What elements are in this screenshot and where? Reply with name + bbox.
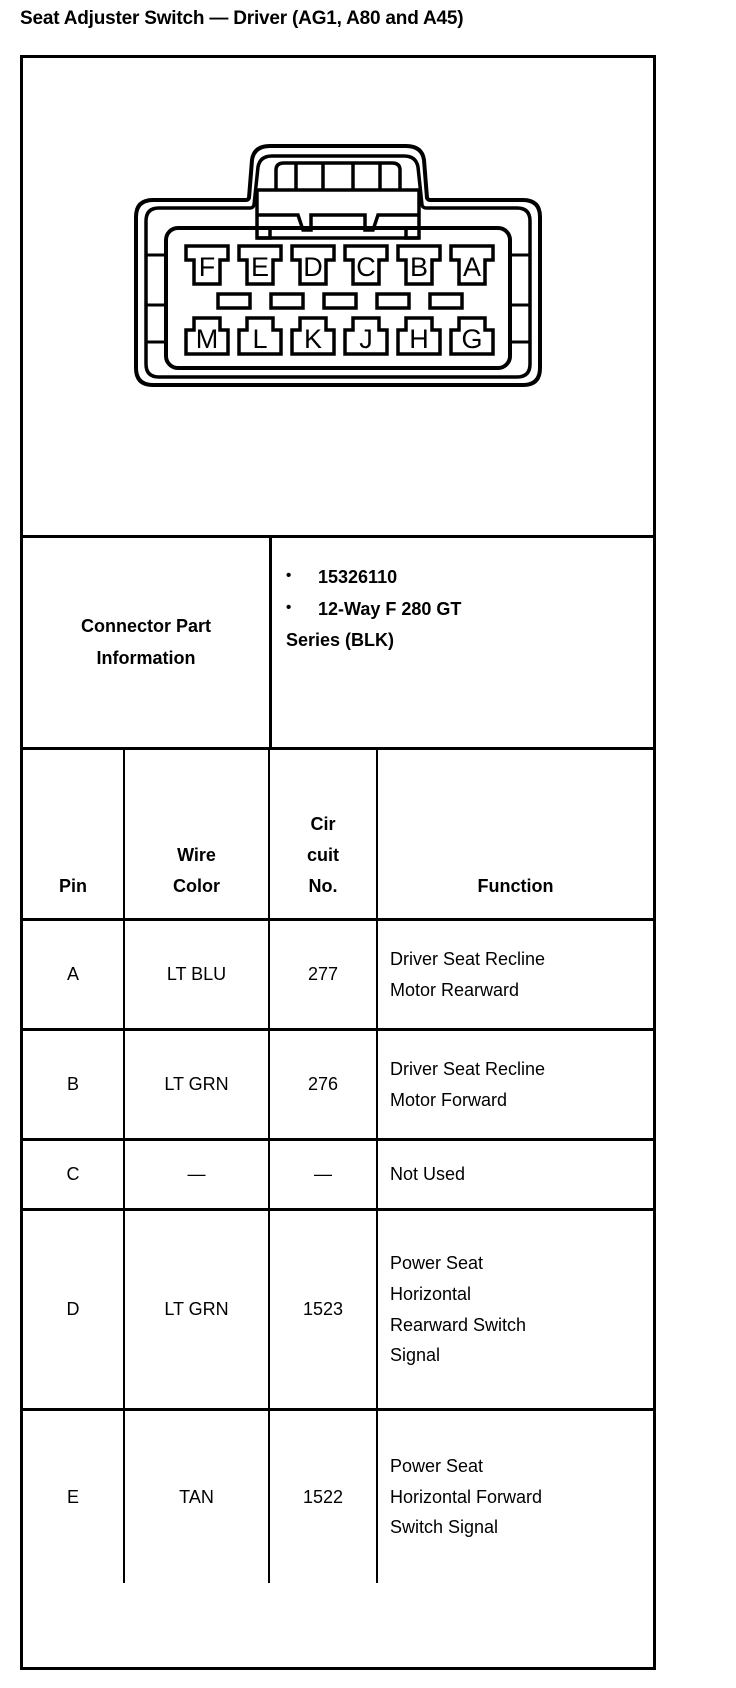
table-row: B LT GRN 276 Driver Seat Recline Motor F… xyxy=(23,1031,653,1141)
function-line: Rearward Switch xyxy=(390,1314,527,1335)
function-line: Motor Forward xyxy=(390,1089,508,1110)
terminal-label-L: L xyxy=(252,324,267,354)
connector-series-value: 12-Way F 280 GT xyxy=(318,598,462,619)
part-info-label-line1: Connector Part xyxy=(80,616,212,636)
connector-part-information-label: Connector Part Information xyxy=(23,538,272,747)
part-number-value: 15326110 xyxy=(318,567,398,587)
cell-wire-color: LT GRN xyxy=(125,1211,270,1408)
bullet-icon: • xyxy=(286,567,292,584)
terminal-label-M: M xyxy=(196,324,219,354)
connector-diagram-area: F E D C B A xyxy=(23,58,653,535)
cell-wire-color: TAN xyxy=(125,1411,270,1583)
cell-pin: D xyxy=(23,1211,125,1408)
terminal-label-D: D xyxy=(303,252,323,282)
terminal-label-A: A xyxy=(463,252,481,282)
function-line: Driver Seat Recline xyxy=(390,948,546,969)
cell-wire-color: LT GRN xyxy=(125,1031,270,1138)
column-header-function: Function xyxy=(477,876,554,897)
terminal-label-J: J xyxy=(359,324,373,354)
terminal-label-G: G xyxy=(461,324,482,354)
function-line: Power Seat xyxy=(390,1252,484,1273)
cell-circuit-no: 277 xyxy=(270,921,378,1028)
bullet-icon: • xyxy=(286,598,292,616)
wire-header-line1: Wire xyxy=(177,845,216,866)
column-header-circuit-no: Cir cuit No. xyxy=(270,750,378,918)
cell-function: Power Seat Horizontal Forward Switch Sig… xyxy=(378,1411,653,1583)
circuit-header-line2: cuit xyxy=(306,845,339,866)
cell-pin: C xyxy=(23,1141,125,1208)
circuit-header-line3: No. xyxy=(308,876,338,897)
terminal-label-B: B xyxy=(410,252,428,282)
terminal-label-E: E xyxy=(251,252,269,282)
connector-series-value-continued: Series (BLK) xyxy=(286,630,395,650)
cell-circuit-no: 1522 xyxy=(270,1411,378,1583)
cell-pin: E xyxy=(23,1411,125,1583)
connector-part-information-values: • 15326110 • 12-Way F 280 GT Series (BLK… xyxy=(272,538,653,747)
terminal-label-C: C xyxy=(356,252,376,282)
connector-info-frame: F E D C B A xyxy=(20,55,656,1670)
function-line: Motor Rearward xyxy=(390,979,520,1000)
table-row: E TAN 1522 Power Seat Horizontal Forward… xyxy=(23,1411,653,1583)
cell-function: Power Seat Horizontal Rearward Switch Si… xyxy=(378,1211,653,1408)
connector-illustration: F E D C B A xyxy=(134,144,542,387)
function-line: Switch Signal xyxy=(390,1517,499,1538)
terminal-label-H: H xyxy=(409,324,429,354)
part-info-bullet-2: • 12-Way F 280 GT xyxy=(286,594,643,626)
cell-pin: B xyxy=(23,1031,125,1138)
cell-wire-color: — xyxy=(125,1141,270,1208)
wire-header-line2: Color xyxy=(173,876,220,897)
function-line: Power Seat xyxy=(390,1455,484,1476)
terminal-label-K: K xyxy=(304,324,322,354)
table-row: C — — Not Used xyxy=(23,1141,653,1211)
circuit-header-line1: Cir xyxy=(310,814,336,835)
cell-function: Driver Seat Recline Motor Rearward xyxy=(378,921,653,1028)
cell-circuit-no: 1523 xyxy=(270,1211,378,1408)
cell-function: Not Used xyxy=(378,1141,653,1208)
column-header-pin: Pin xyxy=(23,750,125,918)
function-line: Driver Seat Recline xyxy=(390,1058,546,1079)
cell-wire-color: LT BLU xyxy=(125,921,270,1028)
part-info-bullet-1: • 15326110 xyxy=(286,562,643,594)
cell-pin: A xyxy=(23,921,125,1028)
column-header-wire-color: Wire Color xyxy=(125,750,270,918)
part-info-label-line2: Information xyxy=(96,647,196,668)
function-line: Signal xyxy=(390,1345,441,1366)
table-header-row: Pin Wire Color Cir cuit No. Func xyxy=(23,750,653,921)
terminal-label-F: F xyxy=(199,252,216,282)
pin-assignment-table: Pin Wire Color Cir cuit No. Func xyxy=(23,747,653,1583)
function-line: Not Used xyxy=(390,1164,466,1185)
cell-circuit-no: 276 xyxy=(270,1031,378,1138)
table-row: A LT BLU 277 Driver Seat Recline Motor R… xyxy=(23,921,653,1031)
connector-part-information-row: Connector Part Information • 15326110 • … xyxy=(23,535,653,747)
page-title: Seat Adjuster Switch — Driver (AG1, A80 … xyxy=(20,8,464,29)
cell-function: Driver Seat Recline Motor Forward xyxy=(378,1031,653,1138)
table-row: D LT GRN 1523 Power Seat Horizontal Rear… xyxy=(23,1211,653,1411)
function-line: Horizontal xyxy=(390,1283,472,1304)
function-line: Horizontal Forward xyxy=(390,1486,543,1507)
cell-circuit-no: — xyxy=(270,1141,378,1208)
